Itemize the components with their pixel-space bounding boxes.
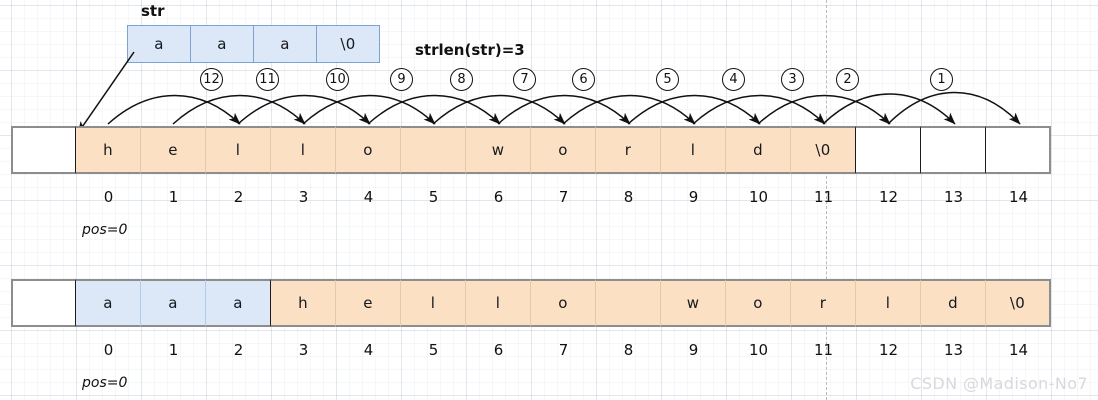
cell-after-8: o xyxy=(531,279,596,327)
index-label-11: 11 xyxy=(813,188,834,206)
cell-before-13 xyxy=(856,126,921,174)
step-circle-12: 12 xyxy=(200,68,223,91)
cell-before-11: d xyxy=(726,126,791,174)
index-label-1: 1 xyxy=(168,188,179,206)
cell-before-0 xyxy=(11,126,76,174)
index-label-8: 8 xyxy=(623,341,634,359)
index-label-7: 7 xyxy=(558,188,569,206)
step-circle-9: 9 xyxy=(390,68,413,91)
cell-after-6: l xyxy=(401,279,466,327)
str-cell-2: a xyxy=(253,25,317,63)
cell-after-5: e xyxy=(336,279,401,327)
index-label-9: 9 xyxy=(688,188,699,206)
index-label-4: 4 xyxy=(363,341,374,359)
cell-after-1: a xyxy=(76,279,141,327)
step-circle-4: 4 xyxy=(722,68,745,91)
cell-before-3: l xyxy=(206,126,271,174)
index-label-10: 10 xyxy=(748,188,769,206)
index-label-4: 4 xyxy=(363,188,374,206)
index-label-5: 5 xyxy=(428,188,439,206)
cell-after-9 xyxy=(596,279,661,327)
index-label-5: 5 xyxy=(428,341,439,359)
step-circle-8: 8 xyxy=(450,68,473,91)
index-label-6: 6 xyxy=(493,341,504,359)
index-label-6: 6 xyxy=(493,188,504,206)
cell-after-4: h xyxy=(271,279,336,327)
cell-before-9: r xyxy=(596,126,661,174)
cell-before-12: \0 xyxy=(791,126,856,174)
step-circle-6: 6 xyxy=(572,68,595,91)
index-label-14: 14 xyxy=(1008,341,1029,359)
index-label-12: 12 xyxy=(878,341,899,359)
cell-before-2: e xyxy=(141,126,206,174)
index-label-8: 8 xyxy=(623,188,634,206)
cell-after-3: a xyxy=(206,279,271,327)
step-circle-5: 5 xyxy=(656,68,679,91)
pos-label-before: pos=0 xyxy=(82,222,128,238)
str-cell-3: \0 xyxy=(316,25,380,63)
index-label-2: 2 xyxy=(233,341,244,359)
pos-label-after: pos=0 xyxy=(82,375,128,391)
index-label-1: 1 xyxy=(168,341,179,359)
strlen-label: strlen(str)=3 xyxy=(415,41,525,59)
cell-after-14: d xyxy=(921,279,986,327)
index-label-12: 12 xyxy=(878,188,899,206)
step-circle-10: 10 xyxy=(326,68,349,91)
cell-before-10: l xyxy=(661,126,726,174)
cell-after-12: r xyxy=(791,279,856,327)
index-label-14: 14 xyxy=(1008,188,1029,206)
cell-before-6 xyxy=(401,126,466,174)
index-label-7: 7 xyxy=(558,341,569,359)
index-label-0: 0 xyxy=(103,341,114,359)
cell-after-2: a xyxy=(141,279,206,327)
cell-before-4: l xyxy=(271,126,336,174)
cell-after-10: w xyxy=(661,279,726,327)
cell-before-8: o xyxy=(531,126,596,174)
index-label-3: 3 xyxy=(298,188,309,206)
index-label-11: 11 xyxy=(813,341,834,359)
index-label-2: 2 xyxy=(233,188,244,206)
index-label-3: 3 xyxy=(298,341,309,359)
cell-before-5: o xyxy=(336,126,401,174)
watermark: CSDN @Madison-No7 xyxy=(910,374,1088,393)
step-circle-1: 1 xyxy=(930,68,953,91)
cell-before-1: h xyxy=(76,126,141,174)
str-label: str xyxy=(141,2,165,20)
str-cell-1: a xyxy=(190,25,254,63)
dashed-divider xyxy=(826,0,827,400)
cell-before-7: w xyxy=(466,126,531,174)
str-cell-0: a xyxy=(127,25,191,63)
index-label-9: 9 xyxy=(688,341,699,359)
index-label-13: 13 xyxy=(943,188,964,206)
cell-before-15 xyxy=(986,126,1051,174)
step-circle-7: 7 xyxy=(513,68,536,91)
cell-after-15: \0 xyxy=(986,279,1051,327)
cell-after-13: l xyxy=(856,279,921,327)
step-circle-2: 2 xyxy=(836,68,859,91)
cell-before-14 xyxy=(921,126,986,174)
step-circle-3: 3 xyxy=(781,68,804,91)
cell-after-7: l xyxy=(466,279,531,327)
cell-after-0 xyxy=(11,279,76,327)
index-label-10: 10 xyxy=(748,341,769,359)
index-label-0: 0 xyxy=(103,188,114,206)
cell-after-11: o xyxy=(726,279,791,327)
index-label-13: 13 xyxy=(943,341,964,359)
step-circle-11: 11 xyxy=(256,68,279,91)
